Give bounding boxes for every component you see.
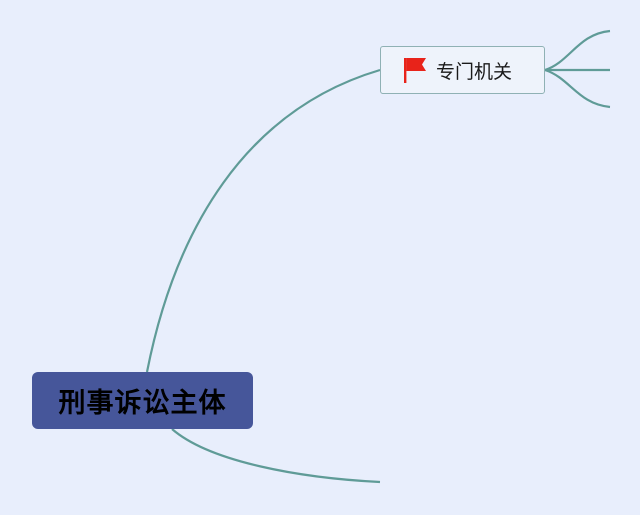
sub-branch-link-bottom	[544, 68, 611, 109]
red-flag-icon	[403, 56, 427, 84]
root-topic-node[interactable]: 刑事诉讼主体	[32, 372, 253, 429]
root-topic-label: 刑事诉讼主体	[58, 388, 227, 419]
sub-branch-link-top	[544, 29, 611, 72]
branch-link-root-to-topic	[145, 68, 381, 373]
topic-label: 专门机关	[436, 60, 513, 83]
branch-link-root-lower	[171, 428, 381, 484]
topic-node-zhuanmen-jiguan[interactable]: 专门机关	[380, 46, 545, 94]
